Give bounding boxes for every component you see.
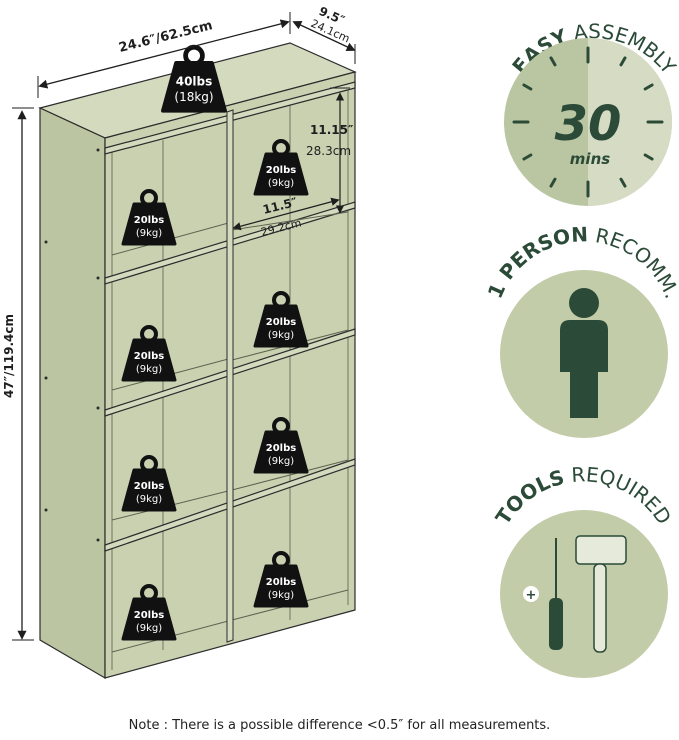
weight-kg: (9kg) bbox=[268, 590, 294, 601]
weight-cube: 20lbs (9kg) bbox=[253, 291, 309, 348]
clock-icon: 30 mins bbox=[504, 38, 672, 206]
clock-tick bbox=[643, 153, 654, 161]
cube-height-value: 11.15″ bbox=[310, 123, 354, 137]
weight-lbs: 20lbs bbox=[134, 610, 165, 621]
shelf-edge bbox=[231, 459, 349, 491]
weight-cube: 20lbs (9kg) bbox=[253, 551, 309, 608]
height-label: 47″/119.4cm bbox=[2, 314, 16, 398]
center-divider bbox=[226, 109, 234, 643]
weight-cube: 20lbs (9kg) bbox=[253, 417, 309, 474]
svg-text:+: + bbox=[526, 588, 537, 603]
weight-kg: (9kg) bbox=[136, 494, 162, 505]
weight-lbs: 40lbs bbox=[176, 75, 213, 89]
clock-tick bbox=[643, 83, 654, 91]
assembly-unit: mins bbox=[570, 150, 610, 168]
weight-lbs: 20lbs bbox=[266, 317, 297, 328]
weight-cube: 20lbs (9kg) bbox=[253, 139, 309, 196]
weight-cube: 20lbs (9kg) bbox=[121, 325, 177, 382]
weight-kg: (9kg) bbox=[136, 623, 162, 634]
weight-lbs: 20lbs bbox=[266, 165, 297, 176]
weight-lbs: 20lbs bbox=[134, 351, 165, 362]
assembly-number: 30 bbox=[555, 96, 622, 152]
weight-kg: (9kg) bbox=[136, 228, 162, 239]
weight-lbs: 20lbs bbox=[134, 215, 165, 226]
dimension-height: 47″/119.4cm bbox=[2, 107, 34, 641]
bookcase-side bbox=[39, 107, 106, 680]
badge-tools-required: TOOLS REQUIRED + bbox=[491, 462, 676, 678]
weight-top: 40lbs(18kg) bbox=[161, 44, 227, 113]
measurement-note: Note : There is a possible difference <0… bbox=[128, 718, 551, 733]
badge-one-person: 1 PERSON RECOMM. bbox=[483, 222, 679, 438]
weight-cube: 20lbs (9kg) bbox=[121, 584, 177, 641]
weight-lbs: 20lbs bbox=[266, 443, 297, 454]
bookcase-illustration bbox=[38, 42, 357, 680]
weight-kg: (9kg) bbox=[136, 364, 162, 375]
person-icon bbox=[560, 288, 608, 418]
clock-tick bbox=[522, 153, 533, 161]
weight-kg: (18kg) bbox=[174, 90, 213, 104]
clock-tick bbox=[522, 83, 533, 91]
clock-tick bbox=[549, 56, 557, 67]
weight-cube: 20lbs (9kg) bbox=[121, 189, 177, 246]
clock-tick bbox=[549, 177, 557, 188]
weight-lbs: 20lbs bbox=[266, 577, 297, 588]
cube-height-cm: 28.3cm bbox=[306, 144, 351, 158]
weight-kg: (9kg) bbox=[268, 330, 294, 341]
weight-lbs: 20lbs bbox=[134, 481, 165, 492]
screwdriver-icon: + bbox=[523, 538, 563, 650]
clock-tick bbox=[619, 56, 627, 67]
weight-kg: (9kg) bbox=[268, 456, 294, 467]
badge-easy-assembly: EASY ASSEMBLY 30 mins bbox=[504, 19, 679, 206]
dimension-cube-height: 11.15″ 28.3cm bbox=[306, 87, 354, 214]
weight-cube: 20lbs (9kg) bbox=[121, 455, 177, 512]
hammer-icon bbox=[575, 535, 627, 653]
weight-kg: (9kg) bbox=[268, 178, 294, 189]
clock-tick bbox=[619, 177, 627, 188]
